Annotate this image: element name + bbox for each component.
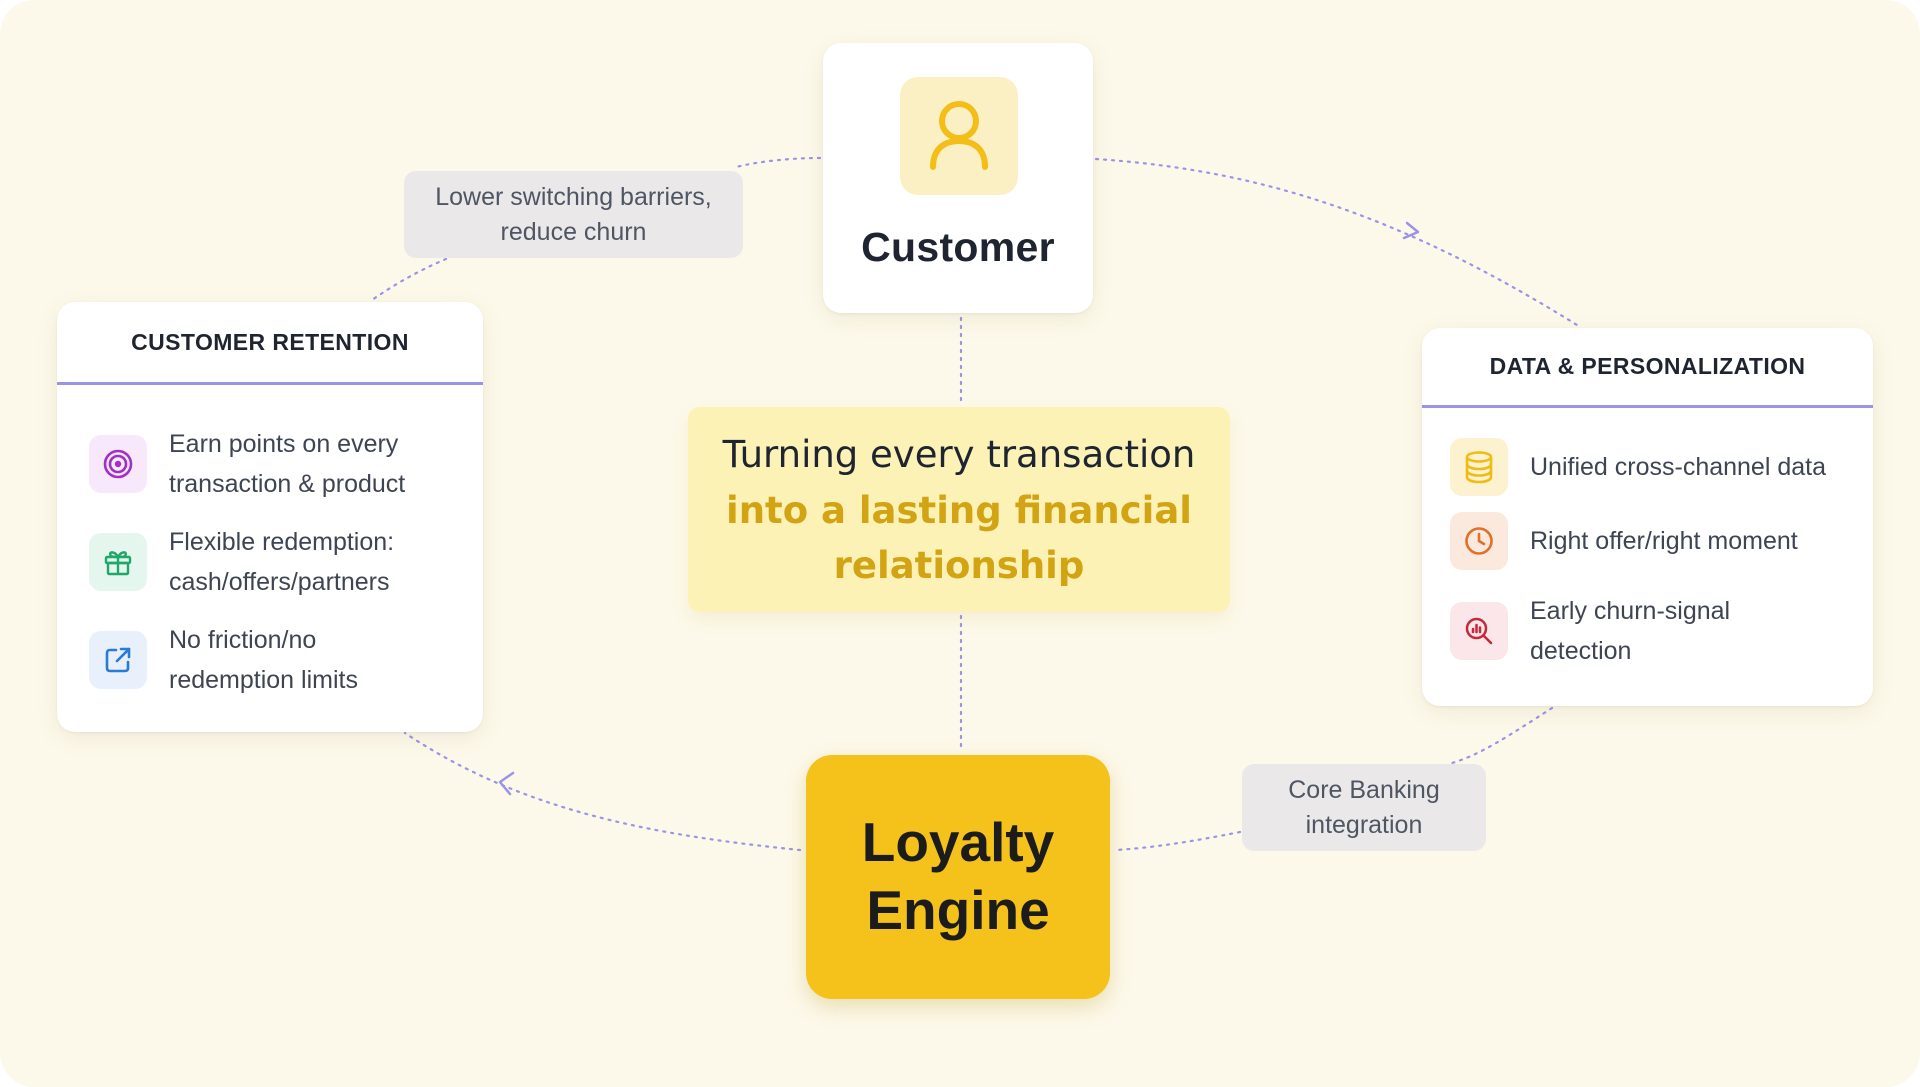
- pill-core-banking: Core Banking integration: [1242, 764, 1486, 851]
- customer-retention-card: CUSTOMER RETENTION Earn points on every …: [57, 302, 483, 732]
- customer-title: Customer: [861, 224, 1055, 270]
- user-icon: [930, 101, 988, 170]
- pill-switching-line2: reduce churn: [500, 217, 647, 246]
- message-line2: into a lasting financial: [726, 489, 1192, 532]
- pill-switching-barriers: Lower switching barriers, reduce churn: [404, 171, 743, 258]
- data-item-right-offer: Right offer/right moment: [1450, 512, 1798, 570]
- retention-item-no-friction: No friction/no redemption limits: [89, 620, 358, 700]
- connector-data-to-core: [1450, 706, 1554, 765]
- customer-retention-title: CUSTOMER RETENTION: [57, 302, 483, 385]
- data-item-churn-detection: Early churn-signal detection: [1450, 591, 1730, 671]
- message-line1: Turning every transaction: [722, 433, 1196, 476]
- arrowhead-right: [1402, 221, 1420, 240]
- data-item-1-line1: Unified cross-channel data: [1530, 453, 1826, 481]
- retention-item-1-line1: Earn points on every: [169, 430, 399, 458]
- engine-line2: Engine: [866, 879, 1050, 941]
- connector-customer-to-pill: [731, 156, 822, 170]
- data-personalization-title: DATA & PERSONALIZATION: [1422, 328, 1873, 408]
- pill-switching-line1: Lower switching barriers,: [435, 182, 712, 211]
- connector-pill-to-retention: [370, 257, 448, 302]
- data-item-2-line1: Right offer/right moment: [1530, 527, 1798, 555]
- retention-item-2-line1: Flexible redemption:: [169, 528, 395, 556]
- data-item-3-line2: detection: [1530, 637, 1632, 665]
- retention-item-3-line2: redemption limits: [169, 666, 358, 694]
- clock-icon: [1450, 512, 1508, 570]
- connector-engine-to-retention: [403, 731, 802, 852]
- data-item-unified-data: Unified cross-channel data: [1450, 438, 1826, 496]
- target-icon: [89, 435, 147, 493]
- data-personalization-card: DATA & PERSONALIZATION Unified cross-cha…: [1422, 328, 1873, 706]
- external-link-icon: [89, 631, 147, 689]
- retention-item-flexible-redemption: Flexible redemption: cash/offers/partner…: [89, 522, 394, 602]
- retention-item-3-line1: No friction/no: [169, 626, 317, 654]
- retention-item-earn-points: Earn points on every transaction & produ…: [89, 424, 405, 504]
- customer-icon-box: [900, 77, 1018, 195]
- value-message-box: Turning every transaction into a lasting…: [688, 407, 1230, 612]
- gift-icon: [89, 533, 147, 591]
- pill-core-line2: integration: [1305, 810, 1423, 839]
- retention-item-1-line2: transaction & product: [169, 470, 406, 498]
- arrowhead-left: [498, 771, 515, 796]
- loyalty-engine-box: Loyalty Engine: [806, 755, 1110, 999]
- data-item-3-line1: Early churn-signal: [1530, 597, 1731, 625]
- pill-core-line1: Core Banking: [1288, 775, 1440, 804]
- customer-card: Customer: [823, 43, 1093, 313]
- message-line3: relationship: [833, 544, 1085, 587]
- engine-line1: Loyalty: [861, 811, 1055, 873]
- retention-item-2-line2: cash/offers/partners: [169, 568, 390, 596]
- connector-customer-to-data: [1094, 157, 1579, 327]
- search-analytics-icon: [1450, 602, 1508, 660]
- connector-core-to-engine: [1114, 830, 1242, 852]
- database-icon: [1450, 438, 1508, 496]
